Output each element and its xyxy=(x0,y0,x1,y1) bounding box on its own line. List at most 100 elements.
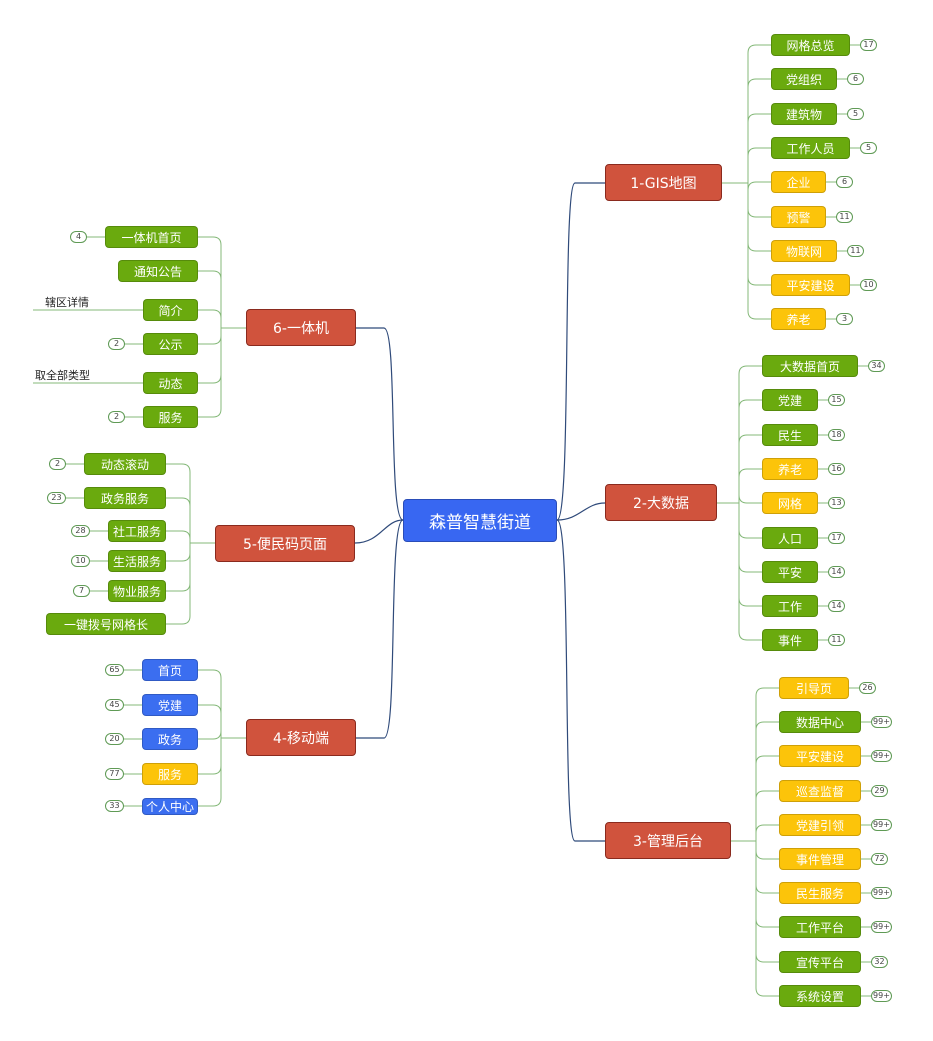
link-kiosk-2 xyxy=(198,309,222,328)
kiosk-count-badge-5: 2 xyxy=(108,411,125,423)
gis-count-badge-2: 5 xyxy=(847,108,864,120)
mobile-item-2[interactable]: 政务 xyxy=(142,728,198,750)
admin-count-badge-8: 32 xyxy=(871,956,888,968)
kiosk-item-1[interactable]: 通知公告 xyxy=(118,260,198,282)
branch-mobile[interactable]: 4-移动端 xyxy=(246,719,356,756)
link-bigdata-0 xyxy=(738,365,762,503)
link-admin-9 xyxy=(755,841,779,997)
kiosk-item-0[interactable]: 一体机首页 xyxy=(105,226,198,248)
admin-count-badge-3: 29 xyxy=(871,785,888,797)
admin-count-badge-6: 99+ xyxy=(871,887,892,899)
link-convenience-3 xyxy=(166,543,191,562)
link-gis-2 xyxy=(747,113,771,183)
gis-count-badge-7: 10 xyxy=(860,279,877,291)
link-gis-3 xyxy=(747,147,771,183)
link-bigdata-4 xyxy=(738,494,762,504)
link-mobile-0 xyxy=(198,669,222,738)
admin-count-badge-2: 99+ xyxy=(871,750,892,762)
admin-item-3[interactable]: 巡查监督 xyxy=(779,780,861,802)
gis-item-2[interactable]: 建筑物 xyxy=(771,103,837,125)
kiosk-item-4[interactable]: 动态 xyxy=(143,372,198,394)
admin-count-badge-7: 99+ xyxy=(871,921,892,933)
bigdata-item-6[interactable]: 平安 xyxy=(762,561,818,583)
branch-kiosk[interactable]: 6-一体机 xyxy=(246,309,356,346)
admin-item-4[interactable]: 党建引领 xyxy=(779,814,861,836)
bigdata-item-0[interactable]: 大数据首页 xyxy=(762,355,858,377)
link-root-gis xyxy=(556,182,605,521)
branch-convenience-code[interactable]: 5-便民码页面 xyxy=(215,525,355,562)
gis-item-8[interactable]: 养老 xyxy=(771,308,826,330)
bigdata-item-5[interactable]: 人口 xyxy=(762,527,818,549)
gis-item-0[interactable]: 网格总览 xyxy=(771,34,850,56)
gis-item-5[interactable]: 预警 xyxy=(771,206,826,228)
link-bigdata-2 xyxy=(738,434,762,503)
link-convenience-4 xyxy=(166,543,191,592)
gis-item-7[interactable]: 平安建设 xyxy=(771,274,850,296)
kiosk-item-3[interactable]: 公示 xyxy=(143,333,198,355)
gis-count-badge-5: 11 xyxy=(836,211,853,223)
bigdata-count-badge-1: 15 xyxy=(828,394,845,406)
gis-item-1[interactable]: 党组织 xyxy=(771,68,837,90)
bigdata-item-8[interactable]: 事件 xyxy=(762,629,818,651)
link-mobile-2 xyxy=(198,730,222,740)
branch-admin-backend[interactable]: 3-管理后台 xyxy=(605,822,731,859)
kiosk-item-5[interactable]: 服务 xyxy=(143,406,198,428)
kiosk-note-2: 辖区详情 xyxy=(45,296,89,309)
gis-item-6[interactable]: 物联网 xyxy=(771,240,837,262)
mobile-count-badge-3: 77 xyxy=(105,768,124,780)
admin-item-8[interactable]: 宣传平台 xyxy=(779,951,861,973)
gis-count-badge-0: 17 xyxy=(860,39,877,51)
link-convenience-2 xyxy=(166,530,191,543)
admin-item-6[interactable]: 民生服务 xyxy=(779,882,861,904)
mobile-count-badge-2: 20 xyxy=(105,733,124,745)
mobile-item-0[interactable]: 首页 xyxy=(142,659,198,681)
bigdata-item-2[interactable]: 民生 xyxy=(762,424,818,446)
link-root-admin xyxy=(556,519,605,842)
convenience-item-5[interactable]: 一键拨号网格长 xyxy=(46,613,166,635)
link-root-kiosk xyxy=(356,327,404,521)
convenience-item-1[interactable]: 政务服务 xyxy=(84,487,166,509)
link-kiosk-1 xyxy=(198,270,222,328)
link-gis-0 xyxy=(747,44,771,183)
link-root-bigdata xyxy=(556,502,606,521)
admin-item-9[interactable]: 系统设置 xyxy=(779,985,861,1007)
convenience-item-2[interactable]: 社工服务 xyxy=(108,520,166,542)
kiosk-item-2[interactable]: 简介 xyxy=(143,299,198,321)
link-convenience-0 xyxy=(166,463,191,543)
link-root-mobile xyxy=(356,519,404,739)
admin-count-badge-1: 99+ xyxy=(871,716,892,728)
admin-item-7[interactable]: 工作平台 xyxy=(779,916,861,938)
kiosk-count-badge-3: 2 xyxy=(108,338,125,350)
gis-count-badge-4: 6 xyxy=(836,176,853,188)
bigdata-count-badge-7: 14 xyxy=(828,600,845,612)
link-kiosk-5 xyxy=(198,328,222,418)
mobile-item-1[interactable]: 党建 xyxy=(142,694,198,716)
bigdata-item-4[interactable]: 网格 xyxy=(762,492,818,514)
root-topic[interactable]: 森普智慧街道 xyxy=(403,499,557,542)
gis-count-badge-6: 11 xyxy=(847,245,864,257)
convenience-item-4[interactable]: 物业服务 xyxy=(108,580,166,602)
link-admin-6 xyxy=(755,841,779,894)
convenience-count-badge-0: 2 xyxy=(49,458,66,470)
mobile-item-4[interactable]: 个人中心 xyxy=(142,797,198,815)
link-convenience-1 xyxy=(166,497,191,543)
mobile-item-3[interactable]: 服务 xyxy=(142,763,198,785)
bigdata-item-1[interactable]: 党建 xyxy=(762,389,818,411)
admin-item-1[interactable]: 数据中心 xyxy=(779,711,861,733)
branch-gis-map[interactable]: 1-GIS地图 xyxy=(605,164,722,201)
bigdata-item-7[interactable]: 工作 xyxy=(762,595,818,617)
gis-item-4[interactable]: 企业 xyxy=(771,171,826,193)
admin-item-2[interactable]: 平安建设 xyxy=(779,745,861,767)
branch-big-data[interactable]: 2-大数据 xyxy=(605,484,717,521)
link-gis-1 xyxy=(747,78,771,183)
gis-item-3[interactable]: 工作人员 xyxy=(771,137,850,159)
bigdata-count-badge-0: 34 xyxy=(868,360,885,372)
bigdata-item-3[interactable]: 养老 xyxy=(762,458,818,480)
convenience-item-3[interactable]: 生活服务 xyxy=(108,550,166,572)
admin-item-5[interactable]: 事件管理 xyxy=(779,848,861,870)
convenience-item-0[interactable]: 动态滚动 xyxy=(84,453,166,475)
admin-count-badge-9: 99+ xyxy=(871,990,892,1002)
admin-item-0[interactable]: 引导页 xyxy=(779,677,849,699)
